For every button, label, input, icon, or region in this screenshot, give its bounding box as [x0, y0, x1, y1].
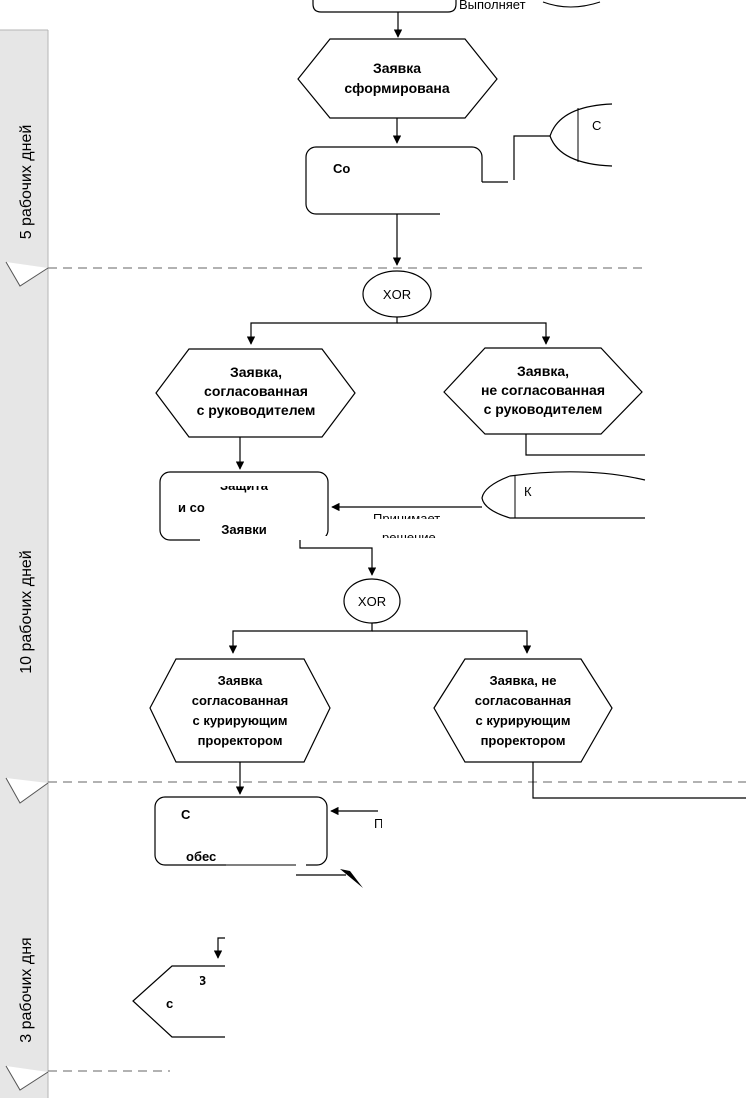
- lane-separator-2: [5, 777, 746, 804]
- function-text: обес: [186, 849, 216, 864]
- top-role-shape: [542, 1, 601, 8]
- top-role-text: Выполняет: [459, 0, 526, 12]
- role-link: [513, 135, 550, 180]
- event-text: согласованная: [475, 693, 572, 708]
- mask: [382, 816, 422, 832]
- mask: [380, 538, 452, 546]
- svg-text:XOR: XOR: [358, 594, 386, 609]
- event-not-agreed-with-prorector: Заявка, не согласованная с курирующим пр…: [433, 658, 613, 763]
- flow-line: [525, 434, 645, 456]
- lane-label-3-days: 3 рабочих дня: [18, 937, 35, 1042]
- event-text: с курирующим: [192, 713, 287, 728]
- event-bottom: З с: [132, 965, 225, 1038]
- event-text: проректором: [198, 733, 283, 748]
- flow-arrow: [228, 623, 373, 654]
- lane-label-5-days: 5 рабочих дней: [18, 125, 35, 240]
- lane-label-10-days: 10 рабочих дней: [18, 550, 35, 673]
- function-approval-3: С обес: [154, 796, 328, 875]
- arrow-head: [340, 869, 363, 888]
- xor-connector-1: XOR: [362, 270, 432, 318]
- event-text: с: [166, 996, 173, 1011]
- event-text: сформирована: [344, 80, 450, 96]
- function-text: С: [181, 807, 191, 822]
- role-text: К: [524, 484, 532, 499]
- event-request-formed: Заявка сформирована: [297, 38, 498, 119]
- xor-connector-2: XOR: [343, 578, 401, 624]
- function-text: Со: [333, 161, 350, 176]
- function-text: и со: [178, 500, 205, 515]
- event-text: Заявка: [373, 60, 421, 76]
- event-not-agreed-with-head: Заявка, не согласованная с руководителем: [443, 347, 643, 435]
- role-text: П: [374, 816, 383, 831]
- flow-arrow: [299, 540, 377, 576]
- event-text: согласованная: [192, 693, 289, 708]
- flow-arrow: [213, 937, 225, 959]
- event-text: Заявка: [218, 673, 263, 688]
- lane-band: [0, 29, 49, 1098]
- lane-separator-1: [5, 261, 645, 287]
- event-text: с курирующим: [475, 713, 570, 728]
- function-defense-approval: Защита и со Заявки: [159, 471, 344, 544]
- event-text: Заявка, не: [490, 673, 557, 688]
- lane-separator-3: [5, 1065, 170, 1091]
- flow-arrow: [397, 322, 551, 345]
- event-text: проректором: [481, 733, 566, 748]
- role-1: С: [549, 103, 613, 167]
- event-agreed-with-prorector: Заявка согласованная с курирующим прорек…: [149, 658, 331, 763]
- svg-text:XOR: XOR: [383, 287, 411, 302]
- role-2: К: [481, 471, 646, 519]
- event-text: Заявка,: [230, 364, 282, 380]
- top-function-box: [312, 0, 457, 13]
- flow-line: [532, 762, 746, 799]
- event-text: Заявка,: [517, 363, 569, 379]
- function-text: Заявки: [221, 522, 266, 537]
- function-approval-1: Со: [305, 146, 508, 218]
- event-text: с руководителем: [484, 401, 603, 417]
- mask: [372, 519, 458, 527]
- flow-arrow: [246, 317, 398, 345]
- role-text: С: [592, 118, 601, 133]
- event-agreed-with-head: Заявка, согласованная с руководителем: [155, 348, 356, 438]
- flow-arrow: [372, 630, 532, 654]
- event-text: не согласованная: [481, 382, 605, 398]
- event-text: с руководителем: [197, 402, 316, 418]
- event-text: согласованная: [204, 383, 308, 399]
- event-text: З: [198, 973, 206, 988]
